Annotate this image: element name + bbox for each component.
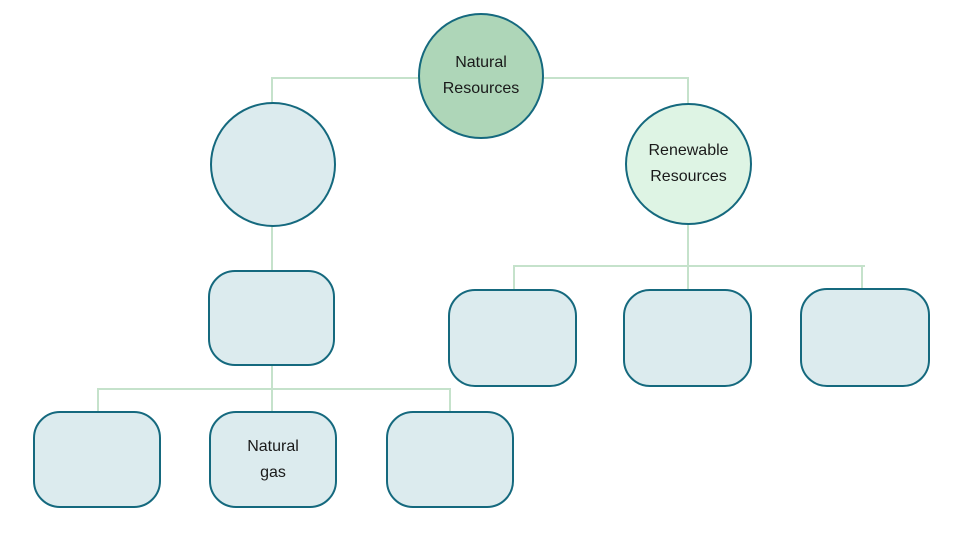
- connector-left-bar-drop-3: [449, 388, 451, 412]
- node-natural-resources-label: Natural Resources: [442, 54, 520, 97]
- connector-right-bar-drop-1: [513, 265, 515, 290]
- node-natural-gas[interactable]: Natural gas: [209, 411, 337, 508]
- node-natural-gas-label: Natural gas: [247, 437, 299, 481]
- connector-root-to-left-drop: [271, 77, 273, 103]
- connector-root-to-right-horizontal: [543, 77, 689, 79]
- node-right-child-1[interactable]: [448, 289, 577, 387]
- node-left-mid-box[interactable]: [208, 270, 335, 366]
- node-renewable-resources[interactable]: Renewable Resources: [625, 103, 752, 225]
- node-left-category-circle[interactable]: [210, 102, 336, 227]
- node-left-child-3[interactable]: [386, 411, 514, 508]
- connector-left-bar-drop-2: [271, 388, 273, 412]
- connector-left-circle-to-mid-box: [271, 226, 273, 271]
- node-right-child-2[interactable]: [623, 289, 752, 387]
- connector-right-bar: [513, 265, 865, 267]
- node-right-child-3[interactable]: [800, 288, 930, 387]
- connector-right-bar-drop-3: [861, 265, 863, 289]
- connector-renewable-to-bar: [687, 224, 689, 266]
- connector-mid-box-to-bar: [271, 365, 273, 389]
- connector-left-bar: [97, 388, 451, 390]
- connector-right-bar-drop-2: [687, 265, 689, 290]
- node-left-child-1[interactable]: [33, 411, 161, 508]
- node-natural-resources[interactable]: Natural Resources: [418, 13, 544, 139]
- connector-root-to-left-horizontal: [271, 77, 419, 79]
- connector-root-to-right-drop: [687, 77, 689, 104]
- connector-left-bar-drop-1: [97, 388, 99, 412]
- node-renewable-resources-label: Renewable Resources: [648, 142, 729, 185]
